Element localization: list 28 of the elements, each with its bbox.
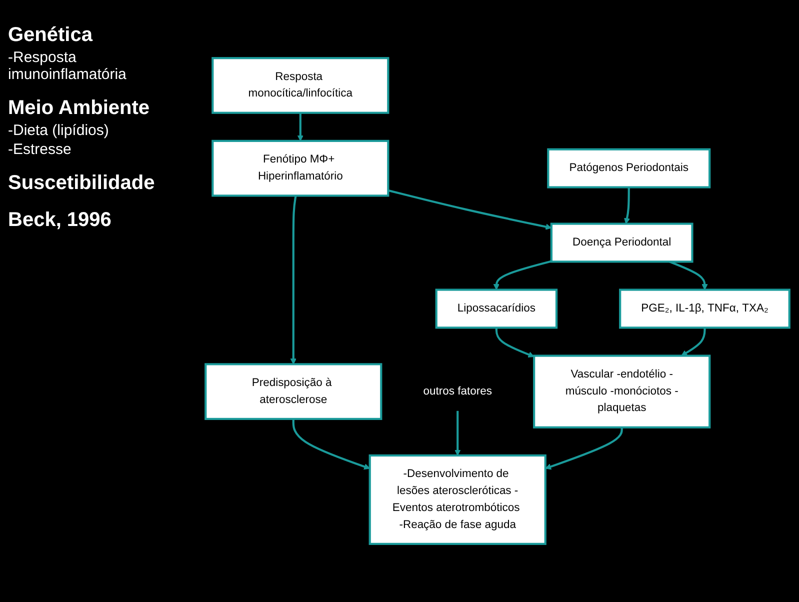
- note: -Dieta (lipídios): [8, 122, 110, 139]
- arrow: [545, 427, 623, 470]
- heading: Suscetibilidade: [8, 172, 156, 195]
- arrow: [290, 196, 297, 364]
- arrow: [624, 187, 630, 224]
- arrow: [493, 260, 552, 290]
- node-box: Resposta monocítica/linfocítica: [212, 57, 390, 114]
- arrow: [495, 328, 534, 358]
- heading: Genética: [8, 24, 94, 47]
- node-box: -Desenvolvimento de lesões ateroscleróticas -Eventos aterotrombóticos -Reação de fase aguda: [368, 454, 546, 545]
- node-box: Lipossacarídios: [435, 288, 558, 329]
- note: -Resposta imunoinflamatória: [8, 49, 128, 83]
- heading: Meio Ambiente: [8, 97, 150, 120]
- node-box: Fenótipo MΦ+ Hiperinflamatório: [212, 140, 390, 197]
- arrow: [292, 418, 370, 470]
- node-box: Patógenos Periodontais: [547, 148, 711, 188]
- arrow: [454, 410, 461, 456]
- note: -Estresse: [8, 141, 72, 158]
- node-box: PGE₂, IL-1β, TNFα, TXA₂: [619, 288, 790, 329]
- node-box: Doença Periodontal: [550, 222, 694, 263]
- arrow: [297, 112, 304, 142]
- citation: Beck, 1996: [8, 209, 112, 232]
- arrow: [388, 189, 552, 230]
- node-text: outros fatores: [423, 385, 492, 398]
- arrow: [669, 260, 708, 290]
- node-box: Vascular -endotélio -músculo -monóciotos -plaquetas: [533, 354, 711, 428]
- node-box: Predisposição à aterosclerose: [204, 363, 382, 420]
- arrow: [681, 328, 706, 356]
